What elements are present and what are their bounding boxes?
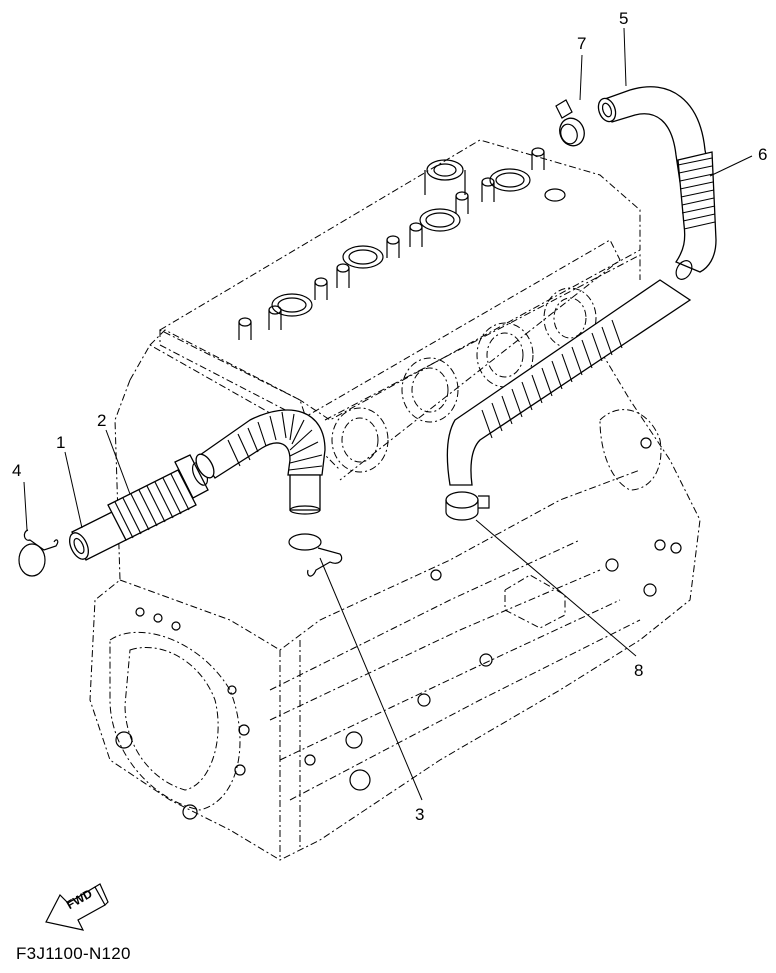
fwd-arrow-icon: [45, 883, 109, 931]
clip-part-4: [18, 529, 59, 577]
hose-clamp-part-7: [555, 99, 585, 147]
callout-3: 3: [415, 805, 425, 824]
callout-4: 4: [12, 461, 22, 480]
bent-corrugated-hose: [195, 409, 326, 515]
callout-6: 6: [758, 145, 768, 164]
callout-7: 7: [577, 34, 587, 53]
hose-clamp-part-8: [445, 491, 490, 521]
corrugated-hose-part-2: [107, 454, 209, 541]
callout-2: 2: [97, 411, 107, 430]
callout-1: 1: [56, 433, 66, 452]
reference-code: F3J1100-N120: [16, 944, 131, 963]
callout-5: 5: [619, 9, 629, 28]
leader-lines: [23, 27, 753, 801]
crankcase: [89, 344, 701, 861]
cylinder-head-cover: [149, 139, 641, 431]
lower-corrugated-hose: [446, 279, 692, 486]
clip-part-3: [288, 533, 343, 577]
hose-part-1: [68, 511, 127, 561]
callout-8: 8: [634, 661, 644, 680]
corrugated-hose-part-6: [675, 151, 717, 280]
